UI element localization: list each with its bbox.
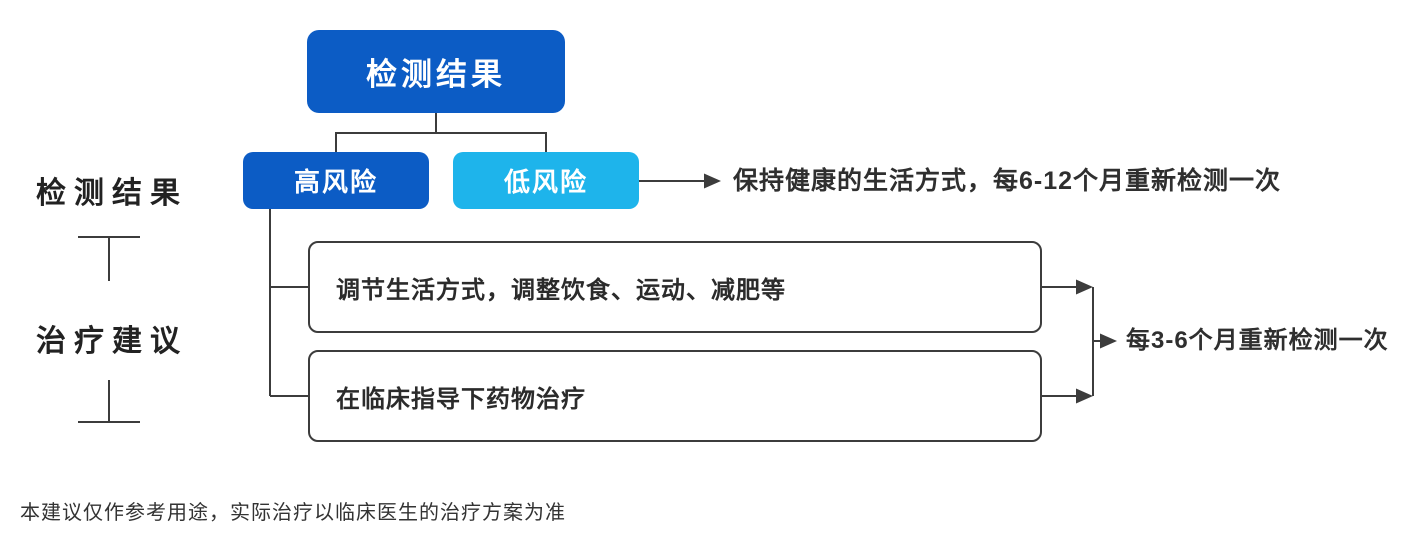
treatment-box-lifestyle: 调节生活方式，调整饮食、运动、减肥等 (308, 241, 1042, 333)
arrowhead-treatment-1-icon (1076, 279, 1093, 295)
treatment-box-medication-label: 在临床指导下药物治疗 (336, 385, 586, 413)
bracket-bottom-icon (78, 380, 140, 423)
connector-root-to-risk (335, 113, 547, 152)
disclaimer-text: 本建议仅作参考用途，实际治疗以临床医生的治疗方案为准 (20, 502, 566, 524)
arrowhead-retest-icon (1100, 333, 1117, 349)
bracket-top-icon (78, 236, 140, 281)
retest-advice-text: 每3-6个月重新检测一次 (1126, 327, 1389, 354)
arrowhead-treatment-2-icon (1076, 388, 1093, 404)
low-risk-advice-text: 保持健康的生活方式，每6-12个月重新检测一次 (733, 167, 1282, 195)
arrowhead-low-risk-icon (704, 173, 721, 189)
treatment-box-medication: 在临床指导下药物治疗 (308, 350, 1042, 442)
node-test-result: 检测结果 (307, 30, 565, 113)
side-label-treatment-advice: 治疗建议 (36, 325, 188, 358)
node-low-risk: 低风险 (453, 152, 639, 209)
connector-treatments-merge (1042, 286, 1101, 397)
side-label-test-result: 检测结果 (36, 177, 188, 210)
treatment-box-lifestyle-label: 调节生活方式，调整饮食、运动、减肥等 (336, 276, 786, 304)
connector-highrisk-to-treatments (269, 209, 308, 397)
node-high-risk: 高风险 (243, 152, 429, 209)
